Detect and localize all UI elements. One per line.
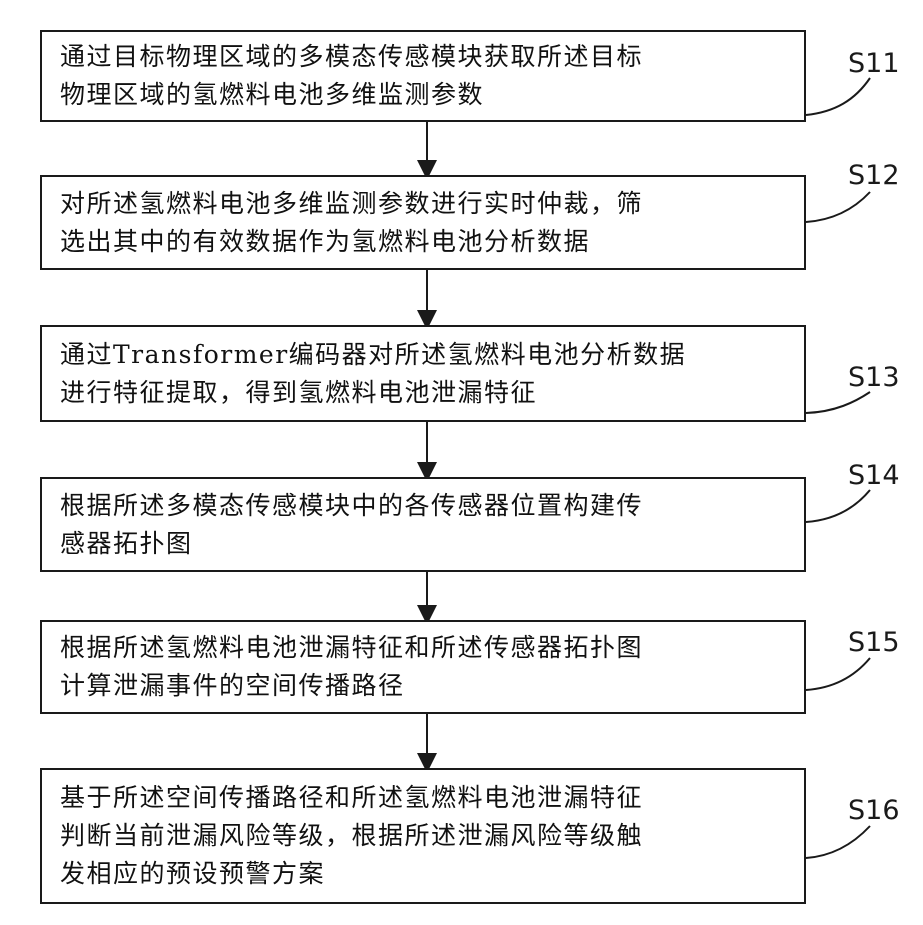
step-label-s14: S14 [848, 460, 900, 491]
leader-s16 [806, 826, 870, 858]
leader-s15 [806, 658, 870, 690]
leader-s12 [806, 192, 870, 222]
step-label-s11: S11 [848, 48, 900, 79]
step-box-s13: 通过Transformer编码器对所述氢燃料电池分析数据 进行特征提取，得到氢燃… [40, 325, 806, 422]
step-box-s11: 通过目标物理区域的多模态传感模块获取所述目标 物理区域的氢燃料电池多维监测参数 [40, 30, 806, 122]
step-text-s14: 根据所述多模态传感模块中的各传感器位置构建传 感器拓扑图 [60, 487, 643, 563]
step-text-s11: 通过目标物理区域的多模态传感模块获取所述目标 物理区域的氢燃料电池多维监测参数 [60, 38, 643, 114]
step-box-s14: 根据所述多模态传感模块中的各传感器位置构建传 感器拓扑图 [40, 477, 806, 572]
leader-s11 [806, 78, 870, 115]
step-text-s15: 根据所述氢燃料电池泄漏特征和所述传感器拓扑图 计算泄漏事件的空间传播路径 [60, 629, 643, 705]
leader-s13 [806, 392, 870, 413]
step-label-s13: S13 [848, 362, 900, 393]
step-text-s16: 基于所述空间传播路径和所述氢燃料电池泄漏特征 判断当前泄漏风险等级，根据所述泄漏… [60, 779, 643, 893]
step-box-s12: 对所述氢燃料电池多维监测参数进行实时仲裁，筛 选出其中的有效数据作为氢燃料电池分… [40, 175, 806, 270]
step-label-s12: S12 [848, 160, 900, 191]
step-text-s13: 通过Transformer编码器对所述氢燃料电池分析数据 进行特征提取，得到氢燃… [60, 336, 686, 412]
step-text-s12: 对所述氢燃料电池多维监测参数进行实时仲裁，筛 选出其中的有效数据作为氢燃料电池分… [60, 185, 643, 261]
leader-s14 [806, 490, 870, 522]
step-label-s16: S16 [848, 795, 900, 826]
step-box-s16: 基于所述空间传播路径和所述氢燃料电池泄漏特征 判断当前泄漏风险等级，根据所述泄漏… [40, 768, 806, 904]
step-box-s15: 根据所述氢燃料电池泄漏特征和所述传感器拓扑图 计算泄漏事件的空间传播路径 [40, 620, 806, 714]
step-label-s15: S15 [848, 627, 900, 658]
